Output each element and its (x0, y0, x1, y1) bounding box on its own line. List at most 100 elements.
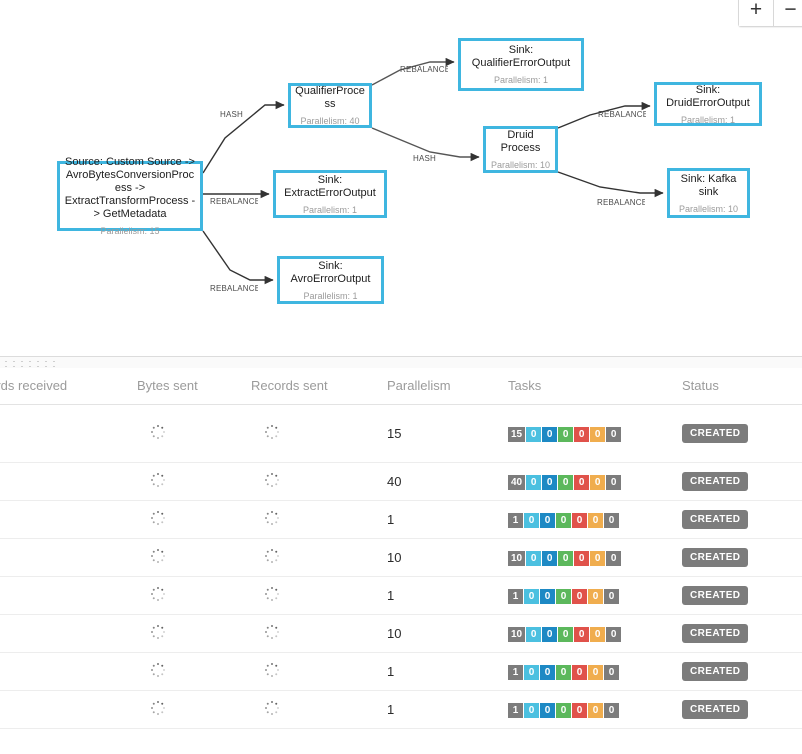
cell-status: CREATED (674, 538, 802, 577)
cell-records-received (0, 576, 129, 615)
task-badge: 0 (540, 665, 555, 681)
column-header-bytes-sent[interactable]: Bytes sent (129, 368, 243, 405)
task-badge: 0 (526, 627, 542, 643)
status-badge: CREATED (682, 510, 749, 529)
job-graph-edges (202, 57, 664, 285)
graph-node-title: Sink: DruidErrorOutput (666, 83, 750, 109)
loading-spinner-icon (264, 548, 280, 564)
cell-status: CREATED (674, 614, 802, 653)
graph-node-kafka-sink[interactable]: Sink: Kafka sink Parallelism: 10 (667, 168, 750, 218)
graph-node-title: Sink: AvroErrorOutput (290, 259, 371, 285)
graph-node-title: Druid Process (500, 129, 541, 154)
zoom-out-button[interactable]: − (773, 0, 802, 26)
cell-parallelism: 1 (379, 576, 500, 615)
graph-node-druid-error-output[interactable]: Sink: DruidErrorOutput Parallelism: 1 (654, 82, 762, 126)
pane-splitter[interactable] (0, 356, 802, 368)
task-badge: 0 (574, 627, 590, 643)
cell-bytes-sent (129, 652, 243, 691)
column-header-records-received[interactable]: Records received (0, 368, 129, 405)
column-header-tasks[interactable]: Tasks (500, 368, 674, 405)
status-badge: CREATED (682, 624, 749, 643)
task-badge: 0 (540, 589, 555, 605)
graph-node-qualifier-error-output[interactable]: Sink: QualifierErrorOutput Parallelism: … (458, 38, 584, 91)
graph-node-avro-error-output[interactable]: Sink: AvroErrorOutput Parallelism: 1 (277, 256, 384, 304)
task-badge: 10 (508, 627, 526, 643)
task-badge: 0 (590, 627, 606, 643)
task-badge: 1 (508, 665, 523, 681)
graph-node-title: QualifierProcess (295, 85, 365, 110)
task-badge: 0 (524, 665, 539, 681)
task-badge: 0 (558, 627, 574, 643)
status-badge: CREATED (682, 548, 749, 567)
graph-node-title: Source: Custom Source -> AvroBytesConver… (64, 156, 196, 220)
task-badge: 0 (572, 589, 587, 605)
task-badge: 0 (574, 551, 590, 567)
loading-spinner-icon (264, 586, 280, 602)
task-badge: 0 (542, 427, 558, 443)
cell-status: CREATED (674, 576, 802, 615)
task-badge: 0 (540, 703, 555, 719)
task-badge: 0 (558, 475, 574, 491)
cell-status: CREATED (674, 690, 802, 729)
table-header-row: s received Records received Bytes sent R… (0, 368, 802, 405)
loading-spinner-icon (150, 700, 166, 716)
task-badge: 0 (540, 513, 555, 529)
graph-node-qualifier-process[interactable]: QualifierProcess Parallelism: 40 (288, 83, 372, 128)
loading-spinner-icon (150, 510, 166, 526)
cell-bytes-sent (129, 576, 243, 615)
task-badge: 0 (604, 703, 619, 719)
task-badge: 1 (508, 703, 523, 719)
graph-node-source[interactable]: Source: Custom Source -> AvroBytesConver… (57, 156, 203, 236)
column-header-records-sent[interactable]: Records sent (243, 368, 379, 405)
task-badge: 1 (508, 589, 523, 605)
task-badge: 0 (526, 475, 542, 491)
task-badge: 0 (572, 665, 587, 681)
graph-node-extract-error-output[interactable]: Sink: ExtractErrorOutput Parallelism: 1 (273, 170, 387, 218)
subtasks-table: s received Records received Bytes sent R… (0, 368, 802, 729)
task-badge: 10 (508, 551, 526, 567)
column-header-parallelism[interactable]: Parallelism (379, 368, 500, 405)
job-graph-pane[interactable]: Source: Custom Source -> AvroBytesConver… (0, 0, 802, 356)
graph-node-parallelism: Parallelism: 1 (302, 204, 358, 215)
task-badge: 0 (590, 551, 606, 567)
loading-spinner-icon (264, 510, 280, 526)
task-badge: 0 (524, 703, 539, 719)
column-header-status[interactable]: Status (674, 368, 802, 405)
task-badge: 0 (542, 551, 558, 567)
task-badge: 0 (556, 589, 571, 605)
cell-records-received (0, 690, 129, 729)
cell-records-sent (243, 462, 379, 501)
zoom-in-button[interactable]: + (739, 0, 773, 26)
loading-spinner-icon (150, 662, 166, 678)
status-badge: CREATED (682, 700, 749, 719)
subtasks-table-pane[interactable]: s received Records received Bytes sent R… (0, 368, 802, 754)
task-badge: 0 (604, 589, 619, 605)
task-badge: 0 (526, 551, 542, 567)
cell-parallelism: 40 (379, 462, 500, 501)
drag-handle-icon[interactable] (2, 359, 60, 368)
task-badge: 0 (574, 427, 590, 443)
cell-records-sent (243, 690, 379, 729)
graph-node-druid-process[interactable]: Druid Process Parallelism: 10 (483, 126, 558, 173)
cell-status: CREATED (674, 404, 802, 463)
task-badge: 0 (542, 475, 558, 491)
graph-node-parallelism: Parallelism: 10 (678, 203, 739, 214)
loading-spinner-icon (264, 700, 280, 716)
